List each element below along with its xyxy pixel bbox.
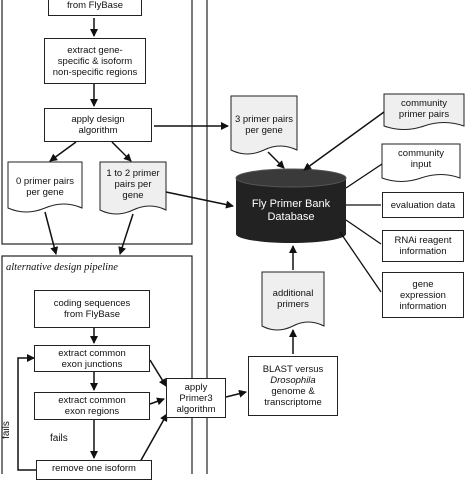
zero-pairs-label: 0 primer pairs per gene bbox=[15, 176, 75, 198]
fails-label: fails bbox=[50, 433, 68, 444]
one-two-pairs-doc-shape bbox=[99, 161, 167, 215]
community-pairs-doc-shape bbox=[383, 93, 465, 130]
community-input-label: community input bbox=[398, 148, 444, 170]
community-pairs-label: community primer pairs bbox=[398, 98, 450, 120]
three-pairs-doc-shape bbox=[230, 95, 298, 155]
apply-primer3-box: apply Primer3 algorithm bbox=[166, 378, 226, 418]
extract-specific-box: extract gene- specific & isoform non-spe… bbox=[44, 38, 146, 84]
apply-design-box: apply design algorithm bbox=[44, 108, 152, 142]
flybase-top-box: from FlyBase bbox=[48, 0, 142, 16]
gene-expression-box: gene expression information bbox=[382, 272, 464, 318]
arrow-zero-to-alt bbox=[44, 211, 59, 255]
arrow-fails-loop bbox=[17, 354, 36, 471]
connector-rnai bbox=[345, 219, 382, 245]
main-pipeline-frame bbox=[1, 0, 193, 245]
alt-pipeline-title: alternative design pipeline bbox=[6, 262, 118, 273]
blast-line-3: genome & transcriptome bbox=[264, 386, 322, 408]
arrow-design-to-zero bbox=[49, 141, 77, 162]
arrow-three-to-db bbox=[267, 151, 285, 169]
arrow-onetwo-to-db bbox=[165, 191, 234, 209]
arrow-onetwo-to-alt bbox=[118, 213, 134, 255]
alternative-pipeline-frame bbox=[1, 255, 193, 474]
blast-line-2: Drosophila bbox=[270, 375, 316, 386]
fails-label-vertical: fails bbox=[0, 421, 12, 439]
evaluation-box: evaluation data bbox=[382, 192, 464, 218]
extract-junctions-box: extract common exon junctions bbox=[34, 345, 150, 372]
connector-expression bbox=[339, 231, 382, 293]
arrow-remove-to-primer3 bbox=[139, 413, 168, 463]
additional-primers-label: additional primers bbox=[272, 288, 314, 310]
database-label: Fly Primer Bank Database bbox=[251, 198, 331, 223]
database-cylinder bbox=[235, 168, 347, 243]
rnai-box: RNAi reagent information bbox=[382, 230, 464, 262]
connector-input bbox=[345, 163, 383, 189]
arrow-junctions-to-primer3 bbox=[149, 359, 167, 387]
zero-pairs-doc-shape bbox=[7, 161, 83, 213]
coding-sequences-box: coding sequences from FlyBase bbox=[34, 290, 150, 328]
arrow-community-to-db bbox=[303, 111, 385, 171]
blast-line-1: BLAST versus bbox=[262, 364, 324, 375]
additional-primers-doc-shape bbox=[261, 271, 325, 331]
arrow-regions-to-primer3 bbox=[149, 397, 165, 406]
community-input-doc-shape bbox=[381, 143, 461, 182]
extract-regions-box: extract common exon regions bbox=[34, 392, 150, 420]
arrow-primer3-to-blast bbox=[225, 389, 247, 398]
three-pairs-label: 3 primer pairs per gene bbox=[234, 114, 294, 136]
blast-box: BLAST versus Drosophila genome & transcr… bbox=[248, 356, 338, 416]
arrow-design-to-onetwo bbox=[111, 141, 132, 162]
remove-isoform-box: remove one isoform bbox=[36, 460, 152, 480]
one-two-pairs-label: 1 to 2 primer pairs per gene bbox=[106, 168, 160, 201]
